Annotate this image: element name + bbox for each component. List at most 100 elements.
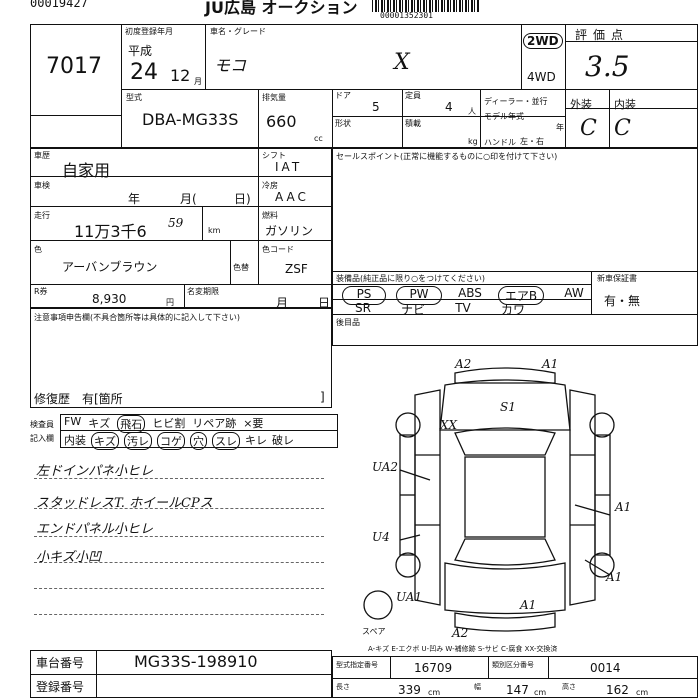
hand-note-2: スタッドレスT. ホイールCPス <box>36 496 213 511</box>
wheel-fr <box>589 412 615 438</box>
shift-label: シフト <box>262 151 286 160</box>
spec-section <box>30 148 332 308</box>
name-change-month: 月 <box>276 296 289 310</box>
inspection-year: 年 <box>128 192 141 206</box>
name-change-day: 日 <box>318 296 331 310</box>
specs-box <box>332 656 698 698</box>
check-fw: FW <box>64 415 82 428</box>
displacement-label: 排気量 <box>262 93 286 102</box>
length-label: 長さ <box>336 683 350 691</box>
wheel-rl <box>395 552 421 578</box>
width-label: 幅 <box>474 683 481 691</box>
mark-ua1: UA1 <box>396 590 423 604</box>
check-chip: 飛石 <box>117 415 146 433</box>
damage-legend: A-キズ E-エクボ U-凹み W-補修跡 S-サビ C-腐食 XX-交換済 <box>368 645 558 653</box>
equip-airbag: エアB <box>498 286 544 305</box>
fuel-label: 燃料 <box>262 211 278 220</box>
notes-label: 注意事項申告欄(不具合箇所等は具体的に記入して下さい) <box>34 313 240 322</box>
ext-int-box <box>565 89 698 148</box>
displacement-unit: cc <box>314 134 323 143</box>
checks-row2: 内装 キズ 汚レ コゲ 穴 スレ キレ 破レ <box>64 432 294 450</box>
reg-month: 12 <box>170 66 191 85</box>
windshield <box>454 427 556 456</box>
reg-era: 平成 <box>128 44 153 58</box>
shape-label: 形状 <box>335 119 351 128</box>
checks-row1: FW キズ 飛石 ヒビ割 リペア跡 ×要 <box>64 415 263 433</box>
ext-label: 外装 <box>570 98 592 111</box>
length-unit: cm <box>428 688 441 697</box>
model-class-value: 16709 <box>414 661 453 675</box>
model-label: 型式 <box>126 93 142 102</box>
reg-month-unit: 月 <box>194 77 202 86</box>
category-label: 類別区分番号 <box>492 661 534 669</box>
spare-tire <box>363 590 393 620</box>
seats-label: 定員 <box>405 91 421 100</box>
score-value: 3.5 <box>585 50 630 83</box>
model-year-label: モデル年式 <box>484 112 524 121</box>
roof <box>464 456 546 538</box>
check-crack: ヒビ割 <box>152 417 186 430</box>
reg-label: 初度登録年月 <box>125 27 173 36</box>
width-value: 147 <box>506 683 529 697</box>
load-label: 積載 <box>405 119 421 128</box>
handle-label: ハンドル <box>484 138 516 147</box>
dealer-label: ディーラー・並行 <box>484 97 548 106</box>
check-int-scratch: キズ <box>91 432 119 450</box>
category-value: 0014 <box>590 661 621 675</box>
mileage-unit: km <box>208 226 221 235</box>
warranty-value: 有・無 <box>604 294 641 308</box>
mileage-hand: 59 <box>168 216 184 230</box>
mark-right-a1: A1 <box>615 500 632 514</box>
mark-front-a1: A1 <box>542 357 559 371</box>
lot-number: 7017 <box>46 54 102 79</box>
inspection-day: 日) <box>234 192 251 206</box>
rear-bumper <box>454 612 556 632</box>
check-interior: 内装 <box>64 434 86 447</box>
sales-point-box <box>332 148 698 272</box>
history-label: 車歴 <box>34 151 50 160</box>
equip-leather: カワ <box>500 303 525 317</box>
mark-u4: U4 <box>372 530 390 544</box>
mark-rear-right-a1: A1 <box>606 570 623 584</box>
handle-value: 左・右 <box>520 137 544 146</box>
mark-hood-s1: S1 <box>500 400 516 414</box>
tailgate <box>444 562 566 615</box>
ac-label: 冷房 <box>262 181 278 190</box>
doors-value: 5 <box>372 100 380 114</box>
int-value: C <box>614 116 631 141</box>
sheet-code: 00019427 <box>30 0 88 10</box>
equip-sr: SR <box>355 301 371 315</box>
check-hole: 穴 <box>190 432 207 450</box>
check-repair: リペア跡 <box>192 417 237 430</box>
mark-xx: XX <box>440 418 458 432</box>
check-scratch: キズ <box>88 417 111 430</box>
car-name: モコ <box>214 56 247 75</box>
check-wear: スレ <box>212 432 240 450</box>
equip-aw: AW <box>564 286 584 300</box>
hand-note-3: エンドパネル小ヒレ <box>36 522 154 537</box>
color-code-label: 色コード <box>262 245 294 254</box>
seats-value: 4 <box>445 100 453 114</box>
length-value: 339 <box>398 683 421 697</box>
equip-navi: ナビ <box>400 303 425 317</box>
equip-ps: PS <box>342 286 386 305</box>
checks-label2: 記入欄 <box>30 434 54 443</box>
barcode-number: 00001352301 <box>380 11 433 20</box>
inspection-label: 車検 <box>34 181 50 190</box>
hand-note-4: 小キズ小凹 <box>36 550 102 565</box>
model-class-label: 型式指定番号 <box>336 661 378 669</box>
ac-value: AAC <box>275 190 309 204</box>
mileage-label: 走行 <box>34 211 50 220</box>
model-value: DBA-MG33S <box>142 110 239 129</box>
mark-rear-a2: A2 <box>452 626 469 640</box>
reg-year: 24 <box>130 60 158 85</box>
history-value: 自家用 <box>62 161 111 180</box>
mark-front-a2: A2 <box>455 357 472 371</box>
hand-note-1: 左ドインパネ小ヒレ <box>36 464 154 479</box>
registration-label: 登録番号 <box>36 680 85 694</box>
wheel-fl <box>395 412 421 438</box>
check-dirt: 汚レ <box>124 432 152 450</box>
inspection-month: 月( <box>180 192 197 206</box>
check-req: ×要 <box>243 417 264 430</box>
color-value: アーバンブラウン <box>62 260 158 274</box>
